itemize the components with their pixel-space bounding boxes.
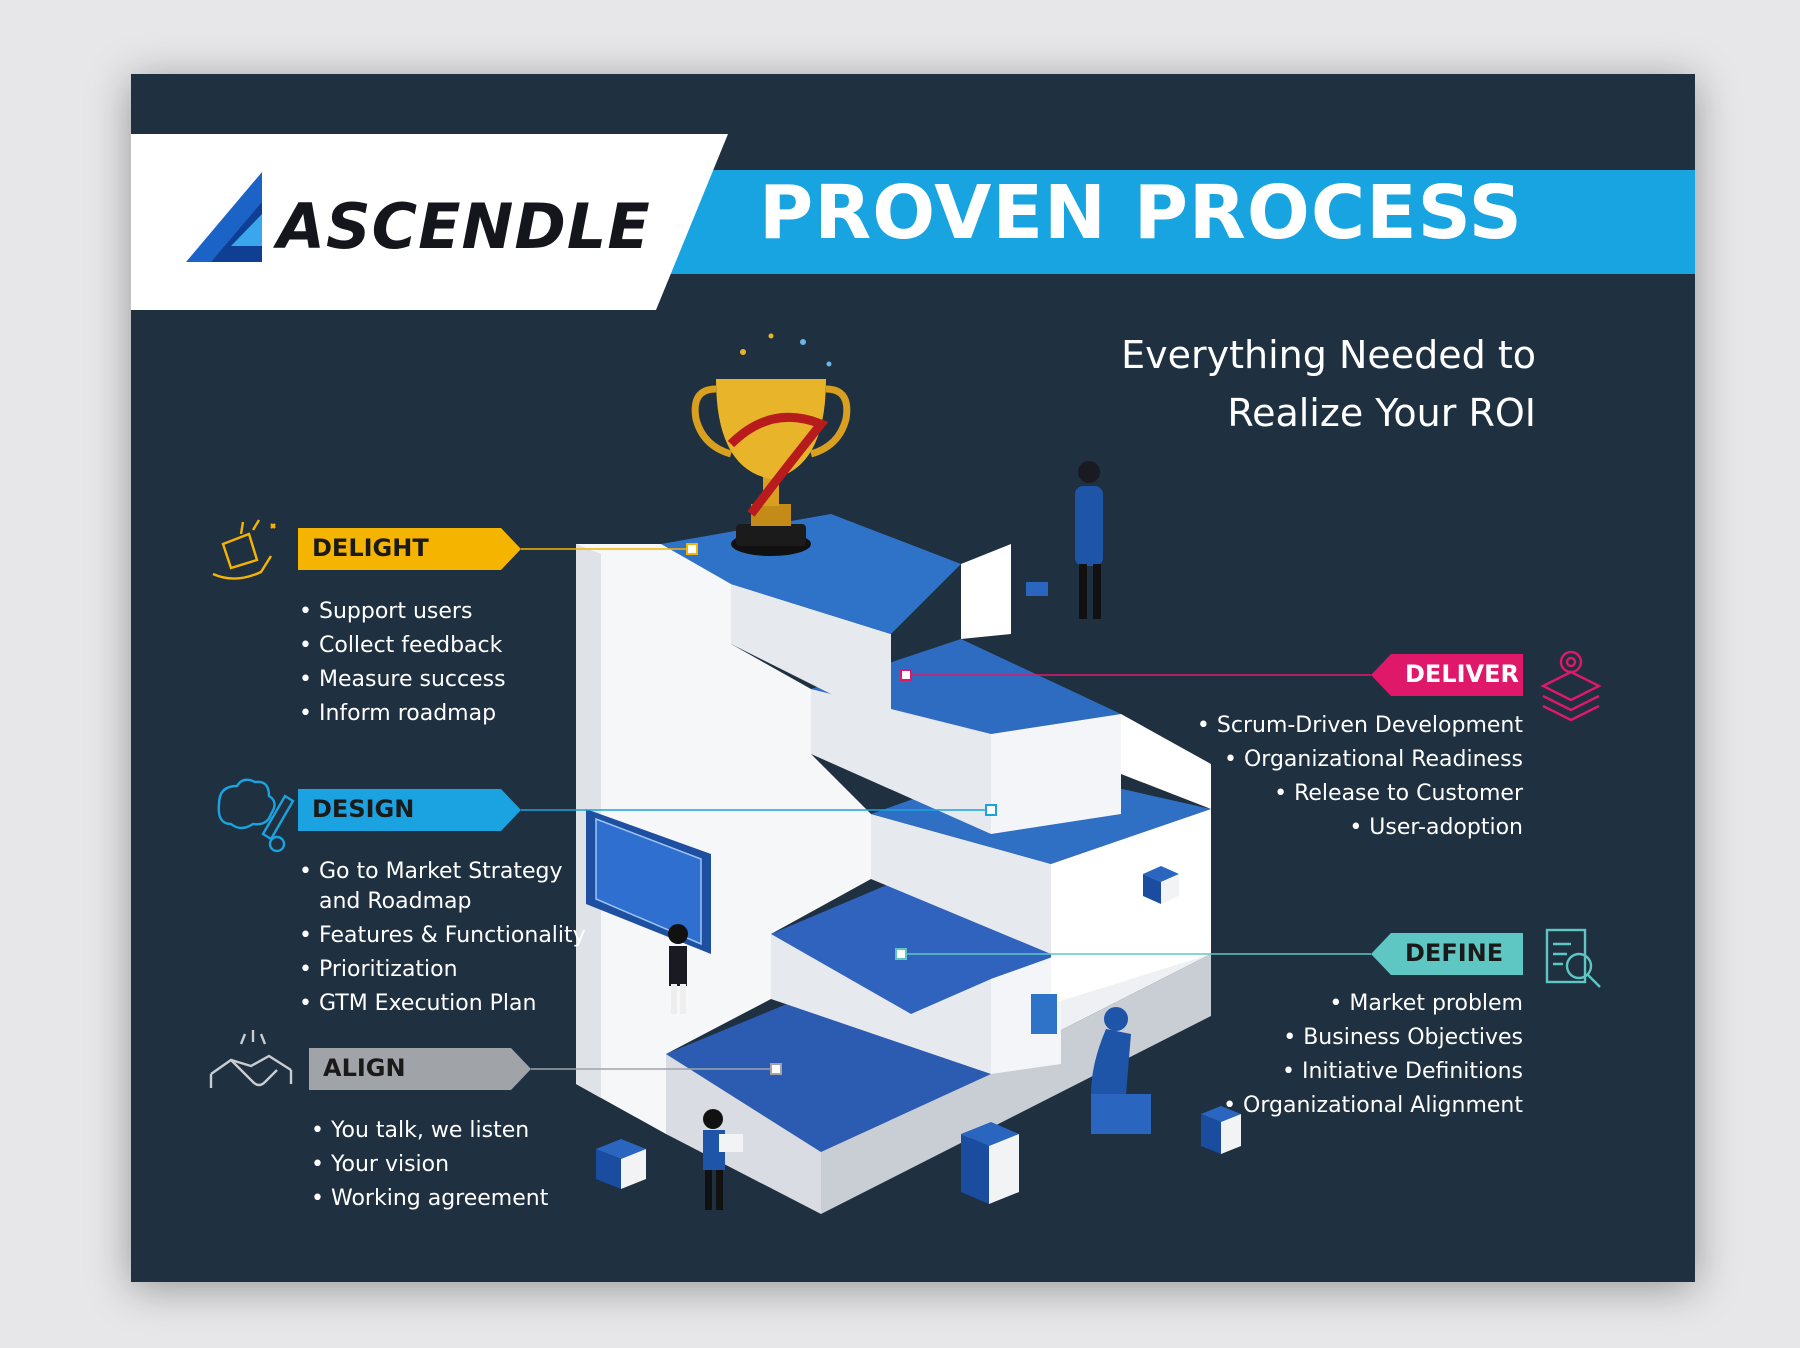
person-carrying-box-icon xyxy=(703,1109,743,1210)
list-item: Organizational Readiness xyxy=(1197,743,1523,777)
brand-name: ASCENDLE xyxy=(277,190,651,263)
list-item: Initiative Definitions xyxy=(1223,1055,1523,1089)
design-tag-shape xyxy=(298,789,521,831)
subtitle-line-2: Realize Your ROI xyxy=(1227,391,1536,435)
design-board-icon xyxy=(586,809,711,1014)
design-list: Go to Market Strategy and Roadmap Featur… xyxy=(299,855,586,1021)
infographic-card: ASCENDLE PROVEN PROCESS Everything Neede… xyxy=(131,74,1695,1282)
page-subtitle: Everything Needed to Realize Your ROI xyxy=(1016,326,1536,442)
list-item: Prioritization xyxy=(299,953,586,987)
list-item: Scrum-Driven Development xyxy=(1197,709,1523,743)
define-list: Market problem Business Objectives Initi… xyxy=(1223,987,1523,1123)
page-title: PROVEN PROCESS xyxy=(759,170,1523,256)
title-banner xyxy=(631,170,1695,274)
document-magnifier-icon xyxy=(1545,928,1601,988)
list-item: Features & Functionality xyxy=(299,919,586,953)
list-item: Organizational Alignment xyxy=(1223,1089,1523,1123)
list-item: GTM Execution Plan xyxy=(299,987,586,1021)
list-item: and Roadmap xyxy=(319,889,472,914)
trophy-icon xyxy=(691,333,851,556)
trophy-hand-icon xyxy=(212,519,276,580)
person-standing-icon xyxy=(1026,461,1103,619)
define-tag: DEFINE xyxy=(1405,939,1504,967)
list-item: Working agreement xyxy=(311,1182,548,1216)
step-4-top xyxy=(811,639,1121,734)
list-item: Go to Market Strategy xyxy=(299,855,586,889)
list-item: Release to Customer xyxy=(1197,777,1523,811)
layers-gear-icon xyxy=(1540,650,1602,722)
align-list: You talk, we listen Your vision Working … xyxy=(311,1114,548,1216)
connector-dots xyxy=(686,543,997,1075)
logo-mark-icon xyxy=(186,172,262,262)
brain-pencil-icon xyxy=(217,778,295,853)
list-item: Inform roadmap xyxy=(299,697,506,731)
stair-left-wall xyxy=(576,544,871,1134)
illustration-layer xyxy=(131,134,1695,1214)
list-item: Support users xyxy=(299,595,506,629)
define-tag-shape xyxy=(1371,933,1523,975)
list-item: You talk, we listen xyxy=(311,1114,548,1148)
deliver-tag: DELIVER xyxy=(1405,660,1519,688)
list-item: Measure success xyxy=(299,663,506,697)
list-item: Market problem xyxy=(1223,987,1523,1021)
connector-lines xyxy=(521,548,1371,1070)
subtitle-line-1: Everything Needed to xyxy=(1121,333,1536,377)
person-seated-icon xyxy=(1031,994,1151,1134)
step-2-top xyxy=(771,879,1061,1014)
design-tag: DESIGN xyxy=(312,795,415,823)
deliver-list: Scrum-Driven Development Organizational … xyxy=(1197,709,1523,845)
deliver-tag-shape xyxy=(1371,654,1523,696)
logo-panel xyxy=(131,134,728,310)
delight-list: Support users Collect feedback Measure s… xyxy=(299,595,506,731)
step-1-top xyxy=(666,994,991,1152)
list-item: Collect feedback xyxy=(299,629,506,663)
list-item: Your vision xyxy=(311,1148,548,1182)
handshake-icon xyxy=(209,1030,293,1088)
delight-tag: DELIGHT xyxy=(312,534,429,562)
align-tag: ALIGN xyxy=(323,1054,406,1082)
list-item: Business Objectives xyxy=(1223,1021,1523,1055)
align-tag-shape xyxy=(309,1048,531,1090)
delight-tag-shape xyxy=(298,528,521,570)
list-item: User-adoption xyxy=(1197,811,1523,845)
